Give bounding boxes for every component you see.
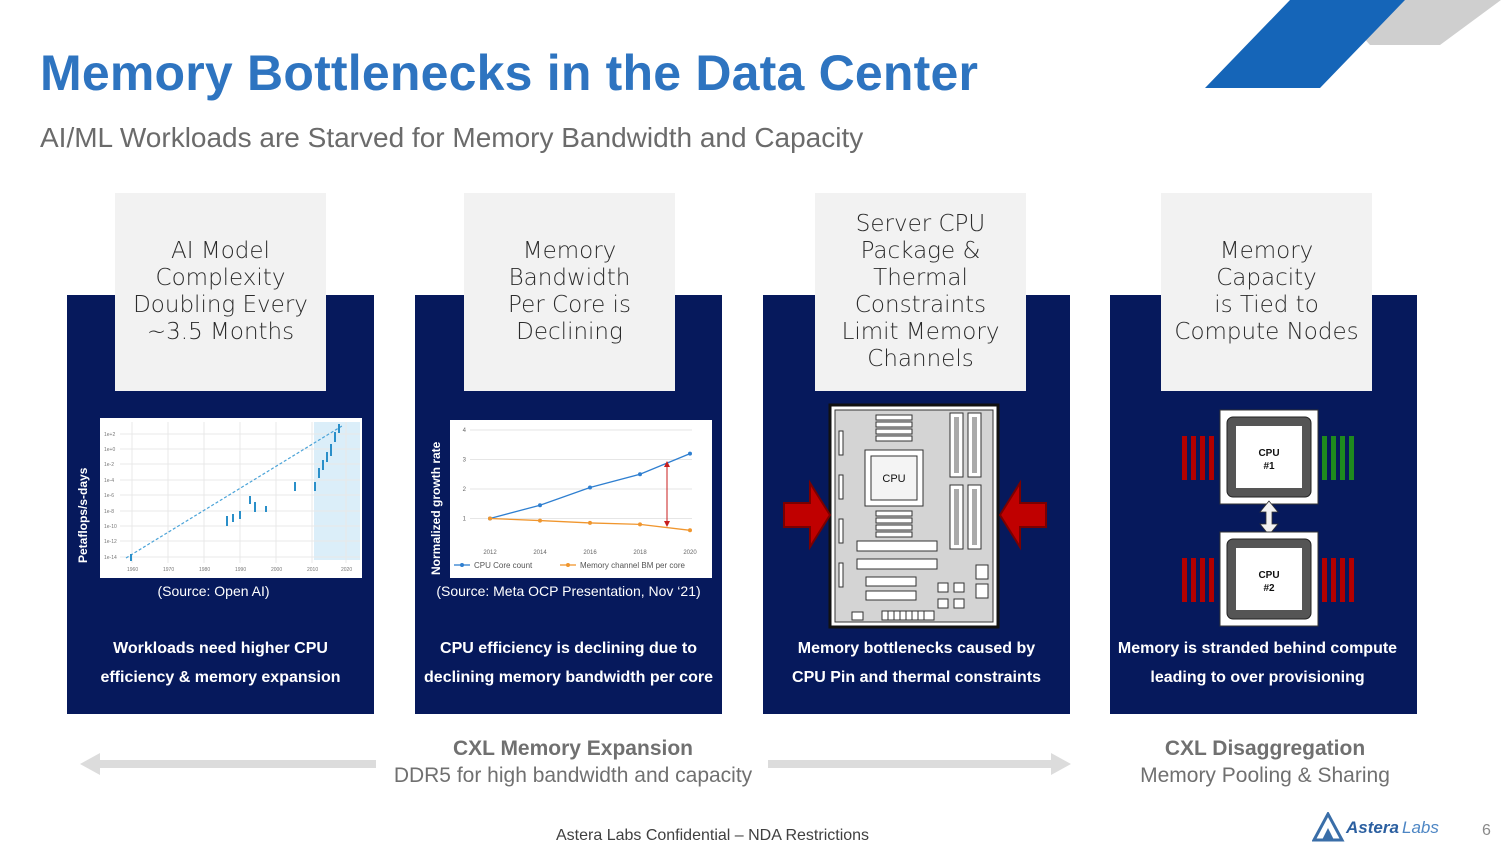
caption-server-cpu: Memory bottlenecks caused by CPU Pin and…: [792, 640, 1041, 686]
y-tick: 1e+0: [104, 447, 115, 453]
y-tick: 1e-12: [104, 539, 117, 545]
cpu2-label-line2: #2: [1263, 583, 1275, 594]
y-tick: 1e-2: [104, 462, 114, 468]
bandwidth-chart: 1 2 3 4 2012 2014 2016 2018 2020 CPU Core count…: [422, 420, 712, 578]
y-tick-label: 2: [463, 487, 467, 493]
astera-labs-logo: Astera Labs: [1311, 810, 1452, 842]
y-tick: 1e-8: [104, 509, 114, 515]
data-point: [538, 518, 542, 523]
y-tick-label: 4: [463, 428, 467, 434]
logo-text-labs: Labs: [1402, 818, 1439, 837]
data-point: [588, 485, 592, 490]
legend-label: CPU Core count: [474, 561, 533, 570]
confidential-notice: Astera Labs Confidential – NDA Restricti…: [556, 827, 870, 844]
x-tick-label: 2020: [683, 550, 697, 556]
heading-memory-capacity: Memory Capacity is Tied to Compute Nodes: [1161, 193, 1372, 391]
data-point: [588, 520, 592, 525]
logo-text-astera: Astera: [1345, 818, 1399, 837]
x-tick: 1990: [235, 567, 246, 573]
data-point: [638, 522, 642, 527]
motherboard-illustration: CPU: [780, 403, 1050, 629]
heading-memory-bandwidth: Memory Bandwidth Per Core is Declining: [464, 193, 675, 391]
y-tick: 1e-10: [104, 524, 117, 530]
caption-memory-capacity: Memory is stranded behind compute leadin…: [1117, 640, 1398, 686]
source-openai: (Source: Open AI): [157, 583, 270, 599]
corner-stripes-decoration: [1205, 0, 1501, 88]
data-point: [688, 528, 692, 533]
y-tick: 1e+2: [104, 432, 115, 438]
cxl-disaggregation-heading: CXL Disaggregation: [1164, 737, 1366, 760]
x-tick: 2010: [307, 567, 318, 573]
page-number: 6: [1482, 822, 1491, 839]
source-meta: (Source: Meta OCP Presentation, Nov ‘21): [436, 583, 701, 599]
bandwidth-y-axis-label: Normalized growth rate: [429, 441, 443, 575]
legend-label: Memory channel BM per core: [580, 561, 685, 570]
y-tick: 1e-6: [104, 493, 114, 499]
pressure-arrow-left: [783, 479, 832, 551]
openai-chart: 1e+2 1e+0 1e-2 1e-4 1e-6 1e-8 1e-10 1e-1…: [74, 418, 362, 578]
cpu2-label-line1: CPU: [1258, 570, 1279, 581]
disaggregation-illustration: CPU #1 CPU #2: [1180, 408, 1360, 628]
data-point: [688, 451, 692, 456]
y-tick: 1e-14: [104, 555, 117, 561]
x-tick: 2020: [341, 567, 352, 573]
x-tick-label: 2018: [633, 550, 647, 556]
x-tick: 2000: [271, 567, 282, 573]
y-tick-label: 1: [463, 517, 467, 523]
heading-ai-model: AI Model Complexity Doubling Every ~3.5 …: [115, 193, 326, 391]
data-point: [638, 472, 642, 477]
x-tick: 1980: [199, 567, 210, 573]
page-title: Memory Bottlenecks in the Data Center: [40, 45, 979, 101]
heading-server-cpu: Server CPU Package & Thermal Constraints…: [815, 193, 1026, 391]
x-tick-label: 2016: [583, 550, 597, 556]
motherboard-cpu-label: CPU: [882, 473, 905, 485]
openai-y-axis-label: Petaflops/s-days: [76, 467, 90, 563]
cxl-expansion-heading: CXL Memory Expansion: [452, 737, 693, 760]
legend-marker: [566, 563, 570, 567]
y-tick: 1e-4: [104, 478, 114, 484]
cxl-disaggregation-subtext: Memory Pooling & Sharing: [1140, 764, 1390, 787]
x-tick: 1960: [127, 567, 138, 573]
y-tick-label: 3: [463, 458, 467, 464]
cpu1-label-line1: CPU: [1258, 448, 1279, 459]
expansion-arrow-right: [768, 753, 1071, 775]
data-point: [538, 503, 542, 508]
legend-marker: [460, 563, 464, 567]
cxl-expansion-subtext: DDR5 for high bandwidth and capacity: [393, 764, 753, 787]
page-subtitle: AI/ML Workloads are Starved for Memory B…: [40, 122, 864, 153]
x-tick-label: 2014: [533, 550, 547, 556]
data-point: [488, 516, 492, 521]
x-tick-label: 2012: [483, 550, 497, 556]
x-tick: 1970: [163, 567, 174, 573]
expansion-arrow-left: [80, 753, 376, 775]
caption-memory-bandwidth: CPU efficiency is declining due to decli…: [424, 640, 713, 686]
cpu1-label-line2: #1: [1263, 461, 1275, 472]
caption-ai-model: Workloads need higher CPU efficiency & m…: [100, 640, 341, 686]
pressure-arrow-right: [998, 479, 1047, 551]
